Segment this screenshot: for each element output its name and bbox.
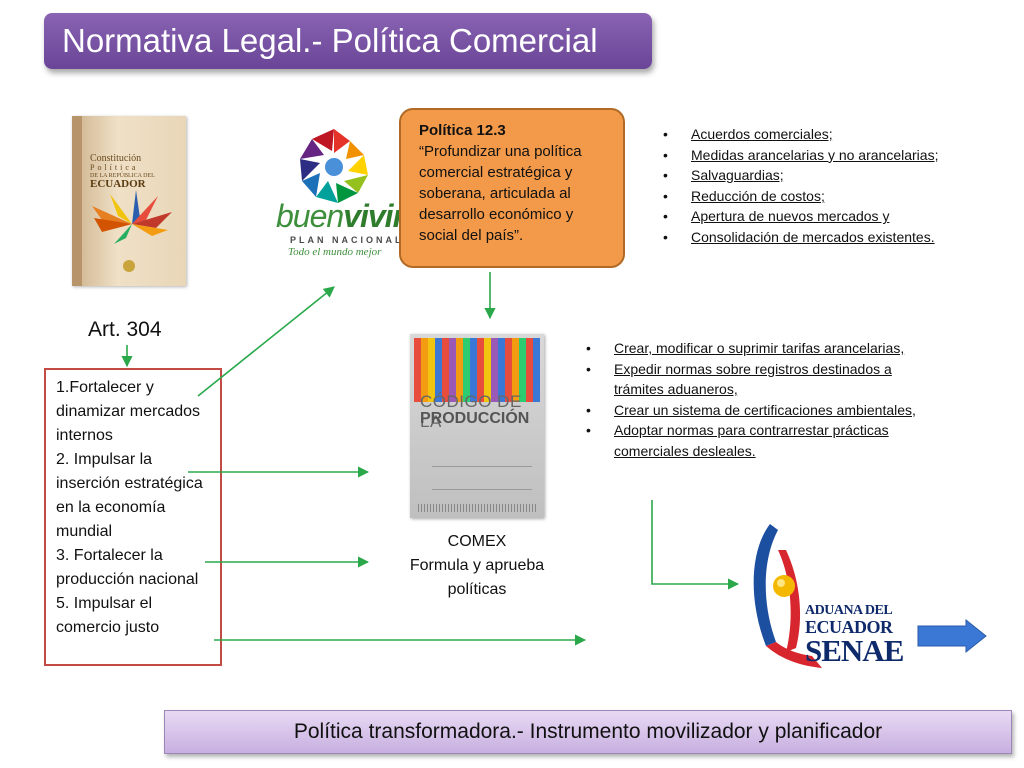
comex-line3: políticas: [447, 581, 507, 598]
list-item: Adoptar normas para contrarrestar prácti…: [586, 420, 944, 461]
constitution-book-country: ECUADOR: [90, 178, 146, 190]
list-item: Crear, modificar o suprimir tarifas aran…: [586, 338, 944, 359]
senae-line1: ADUANA DEL: [805, 603, 893, 618]
arrow-actions-to-senae: [651, 500, 740, 590]
book-color-stripes: [414, 338, 540, 402]
list-item: Salvaguardias;: [663, 165, 938, 186]
constitution-book-line1: Constitución: [90, 153, 142, 164]
blue-right-arrow-icon: [917, 618, 987, 654]
constitution-flower-graphic: [92, 190, 172, 272]
article-label: Art. 304: [88, 318, 162, 341]
policy-title: Política 12.3: [419, 122, 506, 139]
senae-line2: ECUADOR: [805, 617, 893, 637]
buen-word: buen: [276, 198, 344, 234]
objective-item: 3. Fortalecer la producción nacional: [56, 547, 199, 588]
book-registry-block: [432, 466, 532, 490]
senae-line3: SENAE: [805, 633, 904, 668]
buen-vivir-logo-graphic: [300, 129, 368, 203]
book-spine: [72, 116, 82, 286]
policy-measures-list: Acuerdos comerciales; Medidas arancelari…: [663, 124, 939, 248]
constitution-book-title: Constitución Política DE LA REPÚBLICA DE…: [90, 154, 182, 181]
objectives-box: 1.Fortalecer y dinamizar mercados intern…: [44, 368, 222, 666]
policy-text: “Profundizar una política comercial estr…: [419, 143, 582, 244]
comex-actions-list: Crear, modificar o suprimir tarifas aran…: [586, 338, 944, 461]
vivir-word: vivir: [343, 198, 405, 234]
list-item: Expedir normas sobre registros destinado…: [586, 359, 944, 400]
constitution-book-image: Constitución Política DE LA REPÚBLICA DE…: [72, 116, 186, 286]
comex-line1: COMEX: [447, 533, 507, 550]
buen-vivir-tagline: Todo el mundo mejor: [288, 246, 382, 258]
list-item: Consolidación de mercados existentes.: [663, 227, 938, 248]
comex-caption: COMEX Formula y aprueba políticas: [404, 530, 550, 602]
list-item: Medidas arancelarias y no arancelarias;: [663, 145, 939, 166]
list-item: Acuerdos comerciales;: [663, 124, 938, 145]
code-book-title-line2: PRODUCCIÓN: [420, 410, 530, 427]
comex-line2: Formula y aprueba: [409, 557, 545, 574]
book-barcode: [418, 504, 536, 512]
senae-logo-graphic: [753, 524, 822, 668]
plan-nacional-label: PLAN NACIONAL: [290, 235, 404, 245]
slide-title: Normativa Legal.- Política Comercial: [44, 13, 652, 69]
list-item: Crear un sistema de certificaciones ambi…: [586, 400, 944, 421]
objective-item: 2. Impulsar la inserción estratégica en …: [56, 451, 203, 540]
constitution-book-line2: Política: [90, 163, 139, 172]
constitution-book-line3: DE LA REPÚBLICA DEL: [90, 173, 155, 179]
objective-item: 1.Fortalecer y dinamizar mercados intern…: [56, 379, 201, 444]
list-item: Reducción de costos;: [663, 186, 938, 207]
buen-vivir-wordmark: buenvivir: [276, 198, 405, 235]
policy-12-3-box: Política 12.3 “Profundizar una política …: [399, 108, 625, 268]
list-item: Apertura de nuevos mercados y: [663, 206, 938, 227]
footer-banner: Política transformadora.- Instrumento mo…: [164, 710, 1012, 754]
objective-item: 5. Impulsar el comercio justo: [56, 595, 160, 636]
codigo-produccion-book-image: CÓDIGO DE LA PRODUCCIÓN: [410, 334, 544, 518]
code-book-title-line1: CÓDIGO DE LA: [420, 392, 522, 431]
